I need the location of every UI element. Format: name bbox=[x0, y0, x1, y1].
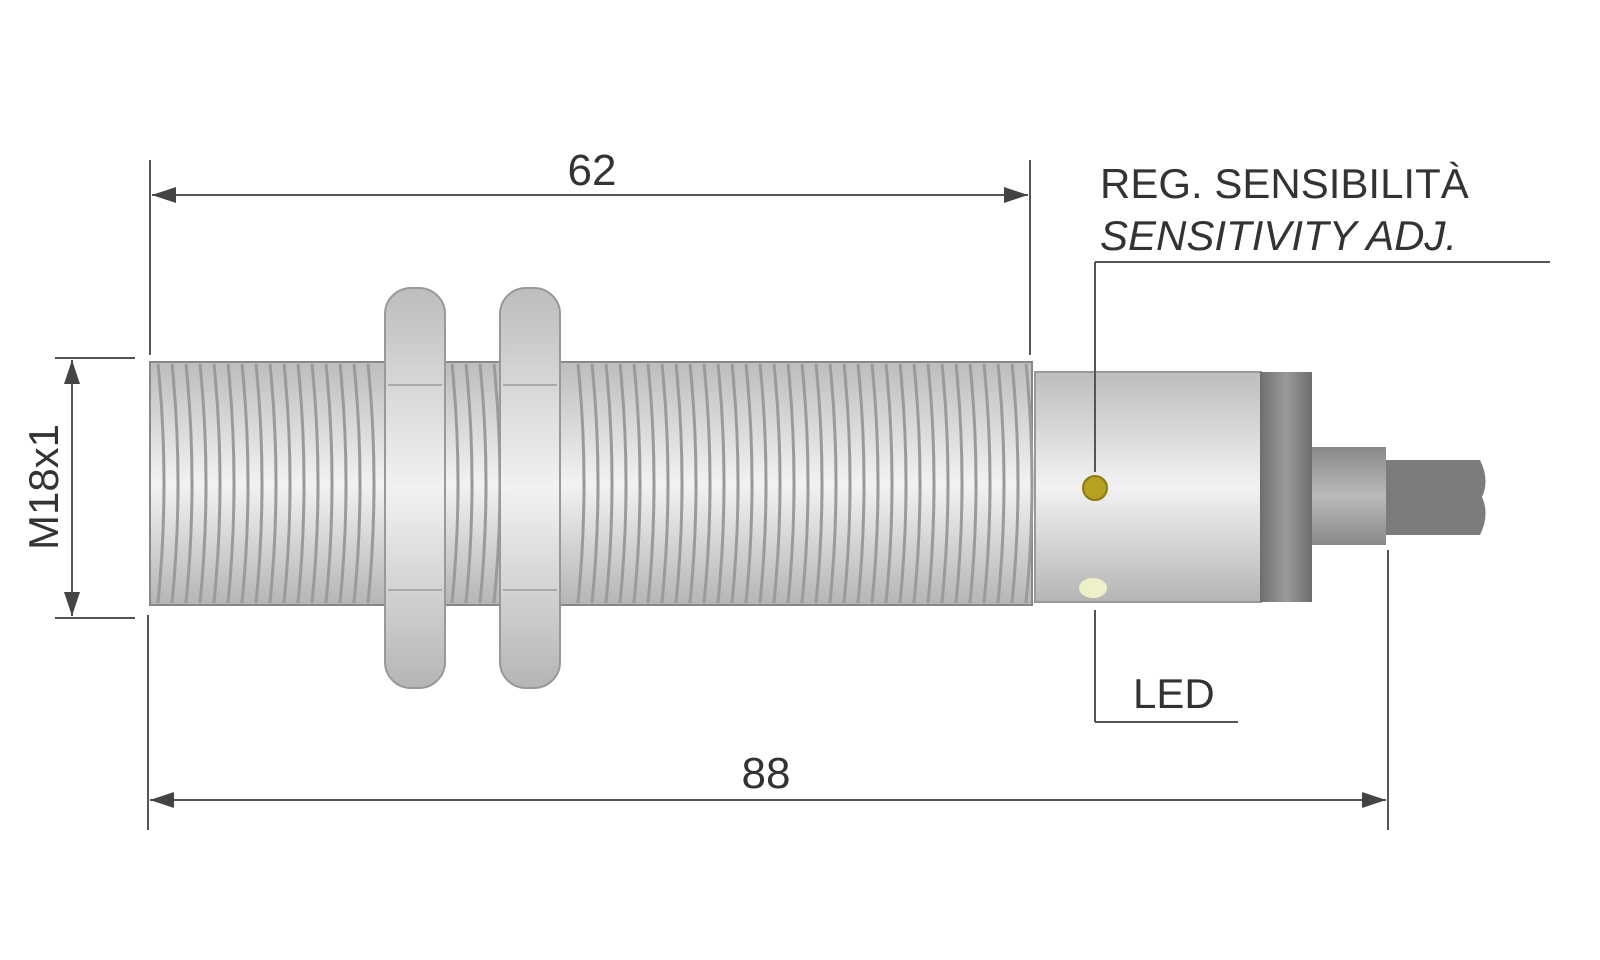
thread-line bbox=[156, 363, 166, 604]
thread-line bbox=[1010, 363, 1020, 604]
thread-line bbox=[912, 363, 922, 604]
thread-line bbox=[772, 363, 782, 604]
thread-line bbox=[884, 363, 894, 604]
thread-line bbox=[968, 363, 978, 604]
thread-line bbox=[660, 363, 670, 604]
thread-line bbox=[926, 363, 936, 604]
cable-gland bbox=[1312, 447, 1386, 545]
lock-nut-2 bbox=[499, 287, 561, 689]
thread-line bbox=[268, 363, 278, 604]
led-label: LED bbox=[1133, 670, 1215, 717]
thread-line bbox=[814, 363, 824, 604]
thread-line bbox=[982, 363, 992, 604]
thread-line bbox=[184, 363, 194, 604]
thread-line bbox=[730, 363, 740, 604]
sensitivity-leader bbox=[1094, 261, 1550, 472]
thread-line bbox=[226, 363, 236, 604]
thread-line bbox=[604, 363, 614, 604]
thread-line bbox=[576, 363, 586, 604]
sensor-cap bbox=[1034, 371, 1262, 603]
thread-line bbox=[744, 363, 754, 604]
thread-line bbox=[478, 363, 488, 604]
thread-line bbox=[632, 363, 642, 604]
thread-line bbox=[842, 363, 852, 604]
dimension-88-label: 88 bbox=[742, 749, 791, 798]
thread-size-label: M18x1 bbox=[20, 424, 67, 550]
thread-line bbox=[240, 363, 250, 604]
thread-line bbox=[366, 363, 376, 604]
thread-line bbox=[800, 363, 810, 604]
cable bbox=[1386, 460, 1486, 535]
thread-line bbox=[898, 363, 908, 604]
thread-line bbox=[674, 363, 684, 604]
thread-line bbox=[324, 363, 334, 604]
thread-line bbox=[1024, 363, 1034, 604]
thread-line bbox=[212, 363, 222, 604]
thread-line bbox=[338, 363, 348, 604]
dimension-62 bbox=[149, 160, 1031, 355]
thread-line bbox=[450, 363, 460, 604]
thread-line bbox=[198, 363, 208, 604]
thread-line bbox=[940, 363, 950, 604]
thread-line bbox=[464, 363, 474, 604]
threaded-body bbox=[149, 361, 1034, 606]
thread-line bbox=[170, 363, 180, 604]
sensitivity-label-en: SENSITIVITY ADJ. bbox=[1100, 212, 1457, 259]
thread-line bbox=[702, 363, 712, 604]
thread-line bbox=[282, 363, 292, 604]
thread-line bbox=[996, 363, 1006, 604]
thread-line bbox=[310, 363, 320, 604]
thread-line bbox=[590, 363, 600, 604]
dimension-62-label: 62 bbox=[568, 146, 617, 195]
thread-line bbox=[352, 363, 362, 604]
thread-line bbox=[828, 363, 838, 604]
thread-line bbox=[870, 363, 880, 604]
thread-line bbox=[688, 363, 698, 604]
sensitivity-adjust-icon bbox=[1082, 475, 1108, 501]
thread-line bbox=[646, 363, 656, 604]
sensitivity-label-it: REG. SENSIBILITÀ bbox=[1100, 160, 1469, 207]
thread-line bbox=[758, 363, 768, 604]
thread-line bbox=[716, 363, 726, 604]
dimension-m18 bbox=[55, 357, 135, 619]
thread-line bbox=[254, 363, 264, 604]
thread-line bbox=[954, 363, 964, 604]
dark-ring bbox=[1260, 372, 1312, 602]
dimension-88 bbox=[147, 550, 1389, 830]
thread-line bbox=[296, 363, 306, 604]
thread-line bbox=[786, 363, 796, 604]
lock-nut-1 bbox=[384, 287, 446, 689]
thread-line bbox=[618, 363, 628, 604]
led-icon bbox=[1079, 578, 1107, 598]
led-leader bbox=[1094, 610, 1238, 723]
thread-line bbox=[856, 363, 866, 604]
